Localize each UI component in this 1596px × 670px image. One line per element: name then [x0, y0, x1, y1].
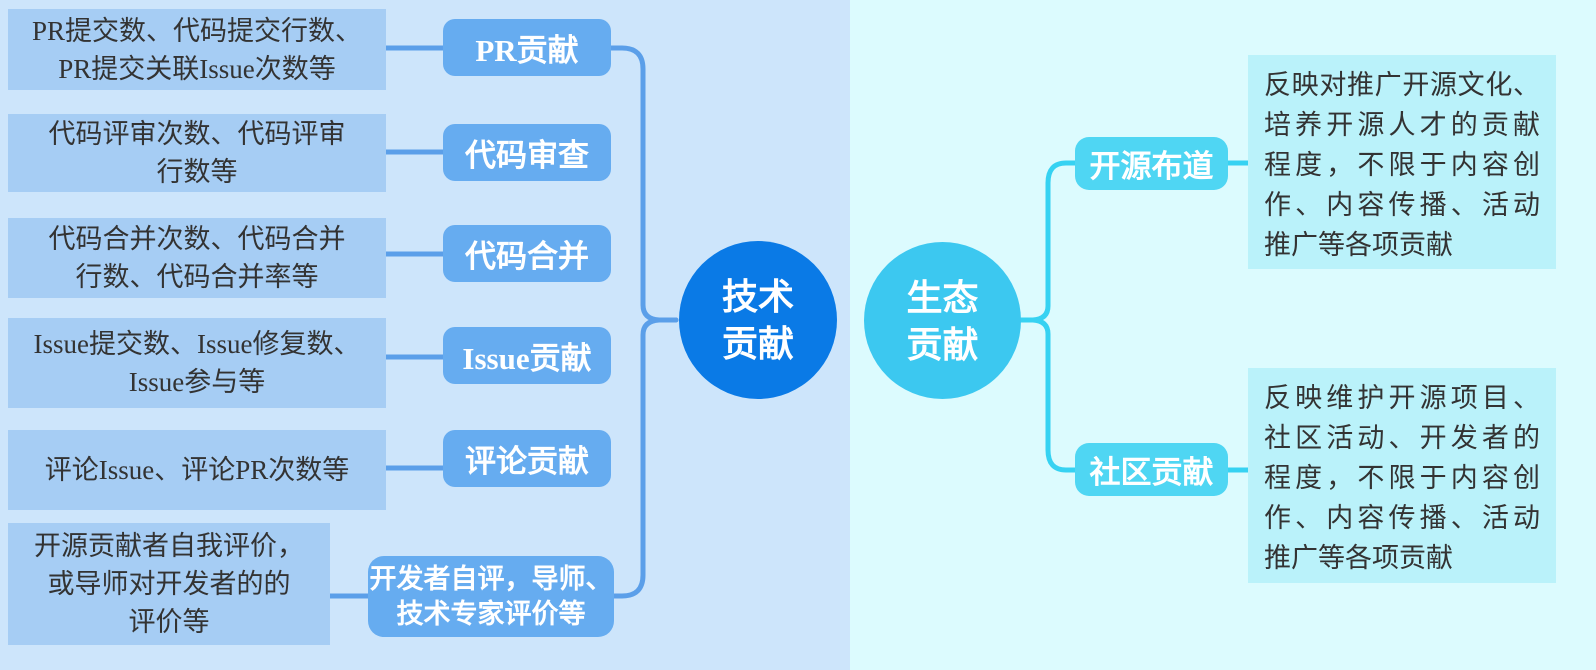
- desc-line: 作、内容传播、活动: [1264, 503, 1540, 533]
- desc-line: 程度，不限于内容创: [1264, 463, 1540, 493]
- tech-brace-upper: [608, 45, 679, 323]
- desc-line: Issue参与等: [128, 367, 266, 397]
- desc-line: 程度，不限于内容创: [1264, 150, 1540, 180]
- code-review-desc: 代码评审次数、代码评审 行数等: [8, 114, 386, 192]
- self-evaluation-desc: 开源贡献者自我评价， 或导师对开发者的的 评价等: [8, 523, 330, 645]
- desc-line: 推广等各项贡献: [1264, 543, 1453, 573]
- circle-label-line: 生态: [906, 276, 979, 318]
- circle-label-line: 贡献: [721, 323, 794, 364]
- desc-line: 代码合并次数、代码合并: [48, 224, 346, 254]
- tech-contribution-circle: 技术 贡献: [679, 241, 837, 399]
- desc-line: PR提交数、代码提交行数、: [31, 15, 363, 46]
- desc-line: 反映对推广开源文化、: [1264, 70, 1540, 100]
- desc-line: 评价等: [128, 607, 210, 637]
- desc-line: Issue提交数、Issue修复数、: [33, 329, 361, 359]
- desc-line: 或导师对开发者的的: [47, 569, 291, 599]
- eco-brace-upper: [1015, 160, 1078, 323]
- issue-contribution-desc: Issue提交数、Issue修复数、 Issue参与等: [8, 318, 386, 408]
- desc-line: 评论Issue、评论PR次数等: [44, 455, 350, 485]
- code-review-node: 代码审查: [443, 124, 611, 181]
- desc-line: 作、内容传播、活动: [1264, 190, 1540, 220]
- evangelism-node: 开源布道: [1075, 137, 1228, 190]
- code-merge-desc: 代码合并次数、代码合并 行数、代码合并率等: [8, 218, 386, 298]
- circle-label-line: 贡献: [906, 323, 979, 365]
- self-evaluation-node: 开发者自评，导师、 技术专家评价等: [368, 556, 614, 637]
- desc-line: 培养开源人才的贡献: [1264, 110, 1540, 140]
- community-contribution-node: 社区贡献: [1075, 443, 1228, 496]
- circle-label-line: 技术: [721, 276, 794, 317]
- desc-line: 推广等各项贡献: [1264, 230, 1453, 260]
- desc-line: 行数等: [156, 157, 238, 187]
- node-line: 开发者自评，导师、: [369, 563, 613, 594]
- pr-contribution-node: PR贡献: [443, 19, 611, 76]
- evangelism-desc: 反映对推广开源文化、 培养开源人才的贡献 程度，不限于内容创 作、内容传播、活动…: [1248, 55, 1556, 269]
- pr-contribution-desc: PR提交数、代码提交行数、 PR提交关联Issue次数等: [8, 9, 386, 90]
- desc-line: 代码评审次数、代码评审: [48, 119, 346, 149]
- node-line: 技术专家评价等: [396, 598, 586, 629]
- desc-line: PR提交关联Issue次数等: [58, 53, 336, 84]
- tech-brace-lower: [611, 317, 679, 599]
- desc-line: 行数、代码合并率等: [75, 262, 319, 292]
- eco-contribution-circle: 生态 贡献: [864, 242, 1021, 399]
- comment-contribution-desc: 评论Issue、评论PR次数等: [8, 430, 386, 510]
- issue-contribution-node: Issue贡献: [443, 327, 611, 384]
- desc-line: 开源贡献者自我评价，: [34, 531, 304, 561]
- comment-contribution-node: 评论贡献: [443, 430, 611, 487]
- desc-line: 社区活动、开发者的: [1264, 423, 1540, 453]
- eco-brace-lower: [1015, 317, 1078, 473]
- community-contribution-desc: 反映维护开源项目、 社区活动、开发者的 程度，不限于内容创 作、内容传播、活动 …: [1248, 368, 1556, 583]
- code-merge-node: 代码合并: [443, 225, 611, 282]
- desc-line: 反映维护开源项目、: [1264, 383, 1540, 413]
